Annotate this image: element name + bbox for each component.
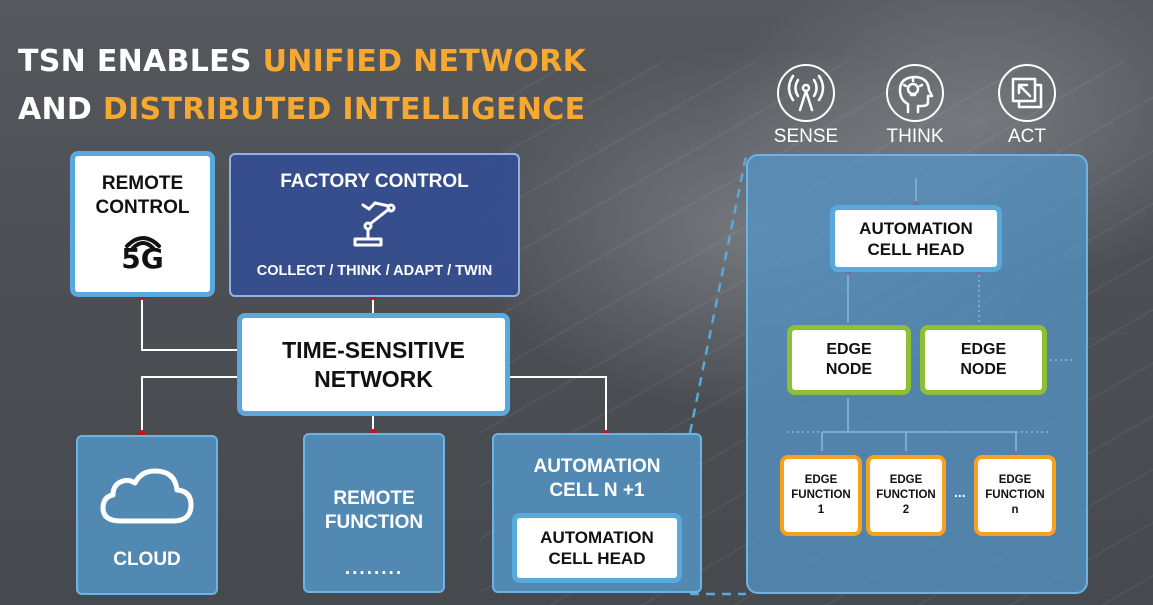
cloud-icon [100,468,194,524]
cloud-label: CLOUD [113,549,181,570]
factory-control-title: FACTORY CONTROL [280,171,469,192]
factory-control-subtitle: COLLECT / THINK / ADAPT / TWIN [256,263,493,279]
wire-remote-control [141,295,240,351]
edge-function-label-2: FUNCTION [791,489,851,501]
edge-function-label-1: EDGE [889,474,923,486]
edge-node-box: EDGE NODE [787,325,911,395]
headline-line-1: TSN ENABLES UNIFIED NETWORK [18,38,586,86]
zoom-callout-line-top [688,155,748,434]
headline-white-2: AND [18,92,103,127]
edge-function-box: EDGE FUNCTION 2 [866,455,946,536]
automation-cell-head-box: AUTOMATION CELL HEAD [830,205,1002,272]
edge-function-label-2: FUNCTION [876,489,936,501]
think-head-bulb-icon [886,64,944,122]
cloud-box: CLOUD [76,435,218,595]
sense-label: SENSE [773,126,839,147]
remote-function-label-2: FUNCTION [324,512,424,533]
headline-accent-2: DISTRIBUTED INTELLIGENCE [102,92,586,127]
edge-functions-ellipsis: ... [954,484,966,500]
edge-node-label-2: NODE [960,361,1007,378]
tsn-box: TIME-SENSITIVE NETWORK [237,313,510,416]
edge-node-label-1: EDGE [826,341,872,358]
headline-accent-1: UNIFIED NETWORK [262,44,587,79]
tsn-label-1: TIME-SENSITIVE [282,336,465,363]
act-arrow-icon [998,64,1056,122]
automation-cell-n1-label-2: CELL N +1 [549,480,645,501]
edge-node-label-2: NODE [825,361,873,378]
edge-function-box: EDGE FUNCTION n [974,455,1056,536]
headline-white-1: TSN ENABLES [18,44,263,79]
wire-cloud [141,376,240,435]
wire-automation-cell [508,376,607,433]
headline: TSN ENABLES UNIFIED NETWORK AND DISTRIBU… [18,38,586,134]
robot-arm-icon [353,201,395,247]
edge-function-label-3: n [1011,504,1019,516]
automation-cell-n1-head-label-2: CELL HEAD [548,549,646,568]
edge-function-label-3: 1 [817,504,825,516]
sense-antenna-icon [777,64,835,122]
edge-function-label-1: EDGE [998,474,1032,486]
remote-function-box: REMOTE FUNCTION ........ [303,433,445,593]
factory-control-box: FACTORY CONTROL COLLECT / THINK / ADAPT … [229,153,520,297]
remote-control-label-2: CONTROL [95,197,190,218]
edge-node-label-1: EDGE [960,341,1007,358]
edge-function-box: EDGE FUNCTION 1 [780,455,862,536]
automation-cell-n1-box: AUTOMATION CELL N +1 AUTOMATION CELL HEA… [492,433,702,593]
think-label: THINK [886,126,944,147]
automation-cell-n1-label-1: AUTOMATION [533,456,661,477]
cell-head-label-2: CELL HEAD [867,239,965,259]
5g-signal-icon: 5G [113,222,173,276]
cell-head-label-1: AUTOMATION [859,218,973,238]
remote-function-ellipsis: ........ [344,558,404,579]
edge-function-label-2: FUNCTION [985,489,1045,501]
edge-function-label-3: 2 [902,504,910,516]
edge-node-box: EDGE NODE [920,325,1047,395]
remote-control-label-1: REMOTE [101,173,184,194]
remote-control-box: REMOTE CONTROL 5G [70,151,215,297]
edge-function-label-1: EDGE [804,474,838,486]
act-label: ACT [1008,126,1046,147]
headline-line-2: AND DISTRIBUTED INTELLIGENCE [18,86,586,134]
remote-function-label-1: REMOTE [333,488,415,509]
automation-cell-n1-head-label-1: AUTOMATION [540,528,654,547]
automation-cell-n1-head: AUTOMATION CELL HEAD [512,513,682,583]
tsn-label-2: NETWORK [314,365,433,392]
5g-icon-text: 5G [121,242,164,275]
